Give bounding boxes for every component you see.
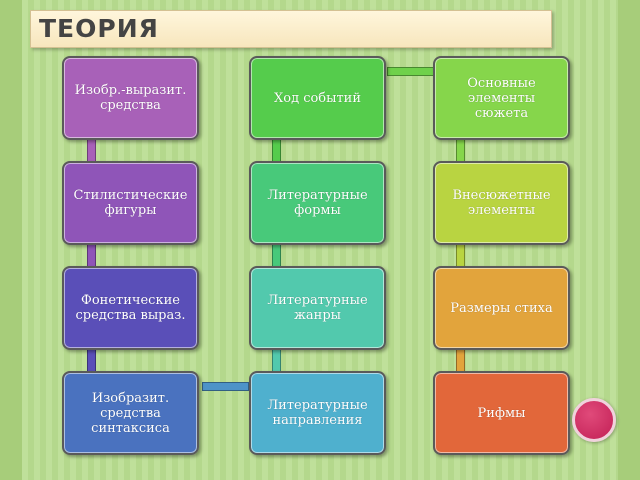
connector-b6-b9: [456, 244, 465, 267]
box-label: Литературные направления: [267, 398, 368, 428]
title-bar: ТЕОРИЯ: [30, 10, 552, 48]
box-label: Литературные жанры: [267, 293, 368, 323]
box-label: Ход событий: [273, 90, 362, 106]
connector-b9-b12: [456, 349, 465, 372]
box-label: Стилистические фигуры: [73, 188, 188, 218]
connector-b2-b3: [387, 67, 434, 76]
connector-b2-b5: [272, 139, 281, 162]
connector-b1-b4: [87, 139, 96, 162]
box-stylistic-figures[interactable]: Стилистические фигуры: [62, 161, 199, 245]
box-label: Внесюжетные элементы: [452, 188, 551, 218]
slide-title: ТЕОРИЯ: [39, 14, 159, 43]
box-label: Изобр.-выразит. средства: [74, 83, 187, 113]
box-label: Основные элементы сюжета: [467, 75, 536, 121]
box-phonetic-means[interactable]: Фонетические средства вырaз.: [62, 266, 199, 350]
box-label: Литературные формы: [267, 188, 368, 218]
connector-b4-b7: [87, 244, 96, 267]
connector-b8-b11: [272, 349, 281, 372]
connector-b3-b6: [456, 139, 465, 162]
box-label: Фонетические средства вырaз.: [75, 293, 186, 323]
box-extra-plot-elements[interactable]: Внесюжетные элементы: [433, 161, 570, 245]
box-plot-elements[interactable]: Основные элементы сюжета: [433, 56, 570, 140]
connector-b7-b10: [87, 349, 96, 372]
box-syntax-means[interactable]: Изобразит. средства синтаксиса: [62, 371, 199, 455]
box-literary-movements[interactable]: Литературные направления: [249, 371, 386, 455]
box-rhymes[interactable]: Рифмы: [433, 371, 570, 455]
box-course-of-events[interactable]: Ход событий: [249, 56, 386, 140]
decorative-circle: [572, 398, 616, 442]
box-label: Размеры стиха: [450, 300, 553, 316]
connector-b10-b11: [202, 382, 249, 391]
box-literary-forms[interactable]: Литературные формы: [249, 161, 386, 245]
box-literary-genres[interactable]: Литературные жанры: [249, 266, 386, 350]
box-label: Изобразит. средства синтаксиса: [91, 390, 170, 436]
box-label: Рифмы: [477, 405, 526, 421]
box-expressive-means[interactable]: Изобр.-выразит. средства: [62, 56, 199, 140]
connector-b5-b8: [272, 244, 281, 267]
box-verse-meters[interactable]: Размеры стиха: [433, 266, 570, 350]
